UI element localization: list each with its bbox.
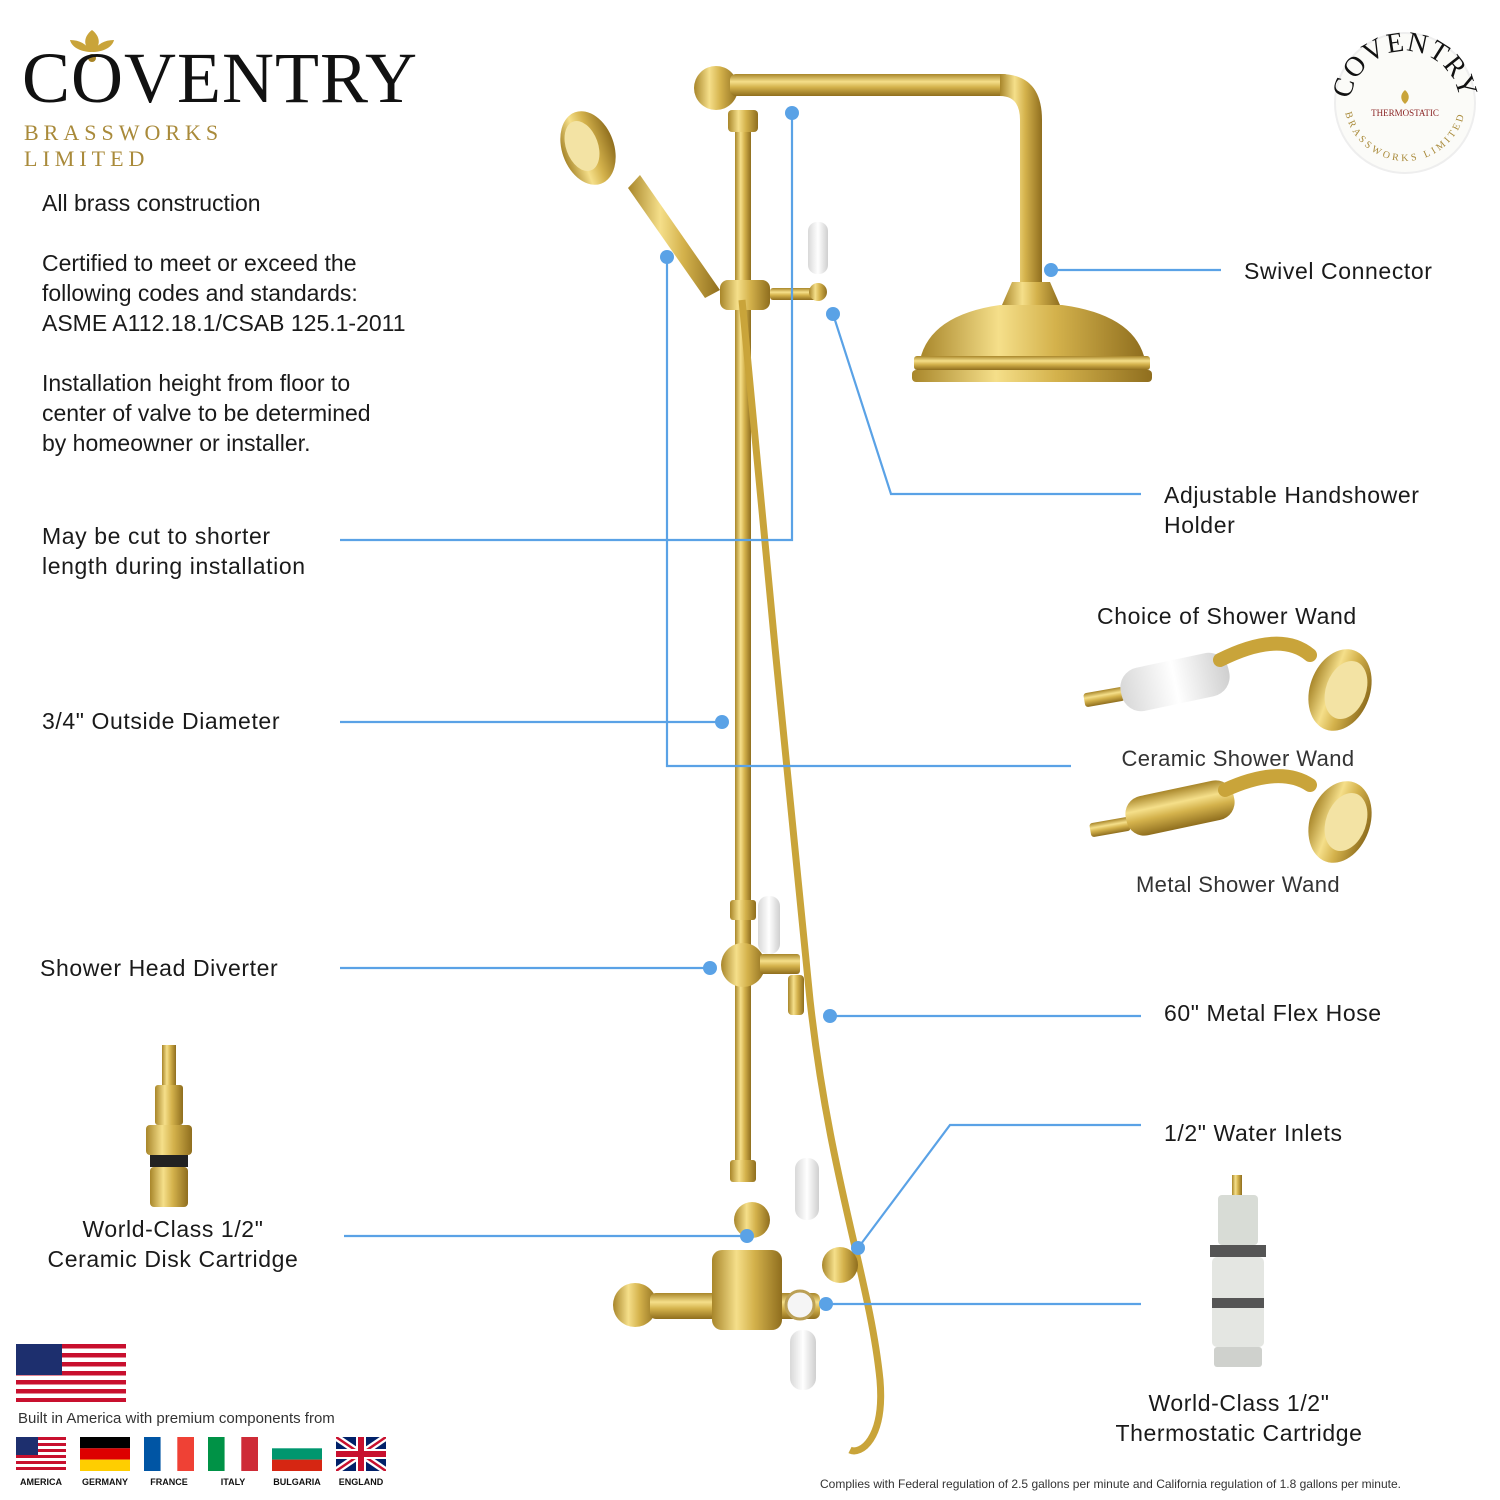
flex-hose (738, 299, 885, 1455)
callout-diverter: Shower Head Diverter (40, 955, 279, 981)
flag-label-france: FRANCE (150, 1477, 188, 1487)
callout-ceramic-cartridge: World-Class 1/2" Ceramic Disk Cartridge (20, 1214, 326, 1274)
brand-subtitle: BRASSWORKS LIMITED (24, 120, 224, 171)
usa-flag-large-icon (16, 1344, 126, 1402)
leader-lines (340, 113, 1221, 1306)
flag-label-germany: GERMANY (81, 1477, 128, 1487)
callout-cut-length: May be cut to shorter length during inst… (42, 521, 306, 581)
flag-england-icon (336, 1437, 386, 1471)
rain-shower-head (912, 282, 1152, 382)
flag-italy-icon (208, 1437, 258, 1471)
callout-swivel-connector: Swivel Connector (1244, 258, 1433, 284)
callout-outside-diameter: 3/4" Outside Diameter (42, 708, 281, 734)
callout-water-inlets: 1/2" Water Inlets (1164, 1120, 1343, 1146)
badge-middle-text: THERMOSTATIC (1371, 108, 1439, 118)
flag-bulgaria-icon (272, 1437, 322, 1471)
ceramic-cartridge-line-2: Ceramic Disk Cartridge (47, 1246, 299, 1272)
intro-certification: Certified to meet or exceed the followin… (42, 248, 502, 338)
leader-holder (831, 313, 1141, 496)
callout-cut-line-1: May be cut to shorter (42, 523, 271, 549)
intro-cert-line-2: following codes and standards: (42, 280, 358, 306)
callout-handshower-holder: Adjustable Handshower Holder (1164, 480, 1420, 540)
fleur-ornament-icon (70, 30, 114, 62)
brand-name: COVENTRY (22, 38, 419, 118)
holder-line-1: Adjustable Handshower (1164, 482, 1420, 508)
thermo-cartridge-line-2: Thermostatic Cartridge (1115, 1420, 1363, 1446)
intro-install-line-3: by homeowner or installer. (42, 430, 311, 456)
leader-inlets (857, 1123, 1141, 1249)
flag-germany-icon (80, 1437, 130, 1471)
leader-cut-length (340, 113, 794, 542)
regulation-footnote: Complies with Federal regulation of 2.5 … (820, 1477, 1401, 1491)
ceramic-cartridge-line-1: World-Class 1/2" (82, 1216, 264, 1242)
callout-cut-line-2: length during installation (42, 553, 306, 579)
metal-wand-illustration (1089, 769, 1372, 863)
callout-thermostatic-cartridge: World-Class 1/2" Thermostatic Cartridge (1086, 1388, 1392, 1448)
intro-install-line-2: center of valve to be determined (42, 400, 371, 426)
built-in-america-text: Built in America with premium components… (18, 1410, 335, 1427)
flag-label-bulgaria: BULGARIA (273, 1477, 321, 1487)
riser-pipe (728, 110, 758, 1182)
country-flags: AMERICA GERMANY FRANCE ITALY BULGARIA EN… (16, 1437, 406, 1493)
holder-line-2: Holder (1164, 512, 1236, 538)
flag-france-icon (144, 1437, 194, 1471)
flag-america-icon (16, 1437, 66, 1471)
leader-wand-choice (665, 257, 1071, 768)
handshower-holder (720, 222, 828, 310)
callout-flex-hose: 60" Metal Flex Hose (1164, 1000, 1382, 1026)
label-ceramic-wand: Ceramic Shower Wand (1121, 746, 1355, 771)
leader-dots (660, 106, 1058, 1311)
intro-cert-line-1: Certified to meet or exceed the (42, 250, 357, 276)
intro-cert-line-3: ASME A112.18.1/CSAB 125.1-2011 (42, 310, 406, 336)
callout-wand-choice: Choice of Shower Wand (1097, 603, 1357, 629)
flag-label-america: AMERICA (20, 1477, 62, 1487)
intro-construction: All brass construction (42, 190, 261, 216)
flag-label-england: ENGLAND (338, 1477, 384, 1487)
intro-install-line-1: Installation height from floor to (42, 370, 351, 396)
thermo-cartridge-line-1: World-Class 1/2" (1148, 1390, 1330, 1416)
thermostatic-badge: COVENTRY THERMOSTATIC BRASSWORKS LIMITED (1330, 28, 1480, 174)
intro-installation: Installation height from floor to center… (42, 368, 502, 458)
flag-label-italy: ITALY (220, 1477, 246, 1487)
shower-arm (694, 66, 1042, 285)
mounted-handshower (560, 111, 720, 298)
ceramic-cartridge-illustration (146, 1045, 192, 1207)
ceramic-wand-illustration (1083, 636, 1372, 731)
thermostatic-cartridge-illustration (1210, 1175, 1266, 1367)
diverter-valve (721, 896, 804, 1015)
label-metal-wand: Metal Shower Wand (1135, 872, 1341, 897)
thermostatic-valve (613, 1158, 858, 1390)
